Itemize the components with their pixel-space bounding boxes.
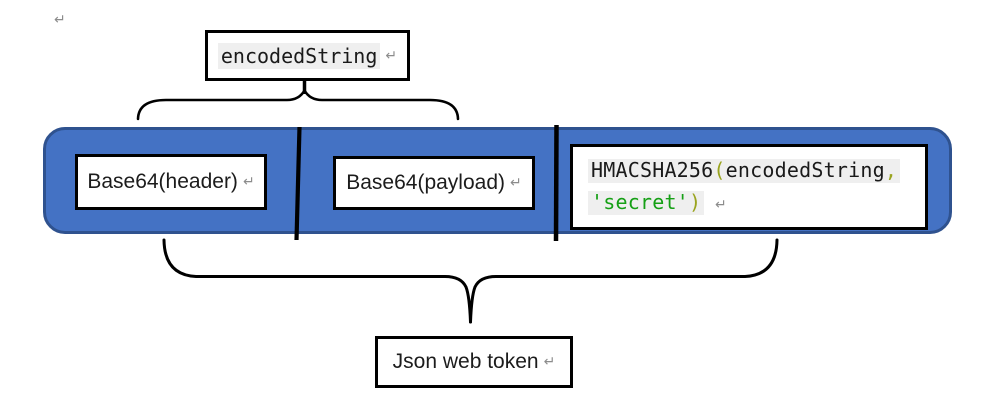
signature-code-line2-tokens: 'secret') — [588, 190, 705, 215]
base64-header-label: Base64(header) — [87, 170, 238, 193]
signature-code-line1-tokens: HMACSHA256(encodedString, — [588, 158, 901, 183]
code-token-code: HMACSHA256 — [591, 158, 714, 182]
top-brace-right-half[interactable] — [303, 89, 460, 121]
line-break-mark: ↵ — [242, 174, 255, 190]
base64-payload-label: Base64(payload) — [346, 171, 506, 194]
signature-code-line-2: 'secret') ↵ — [588, 187, 925, 221]
code-token-punctuation: ( — [713, 158, 726, 182]
code-token-punctuation: , — [884, 158, 898, 182]
bottom-brace[interactable] — [162, 238, 472, 324]
line-break-mark: ↵ — [543, 354, 556, 370]
bottom-brace-right-half[interactable] — [469, 238, 779, 324]
base64-payload-box[interactable]: Base64(payload) ↵ — [333, 156, 535, 210]
encoded-string-label: encodedString — [217, 42, 381, 69]
line-break-mark: ↵ — [385, 47, 398, 64]
code-token-string: 'secret' — [591, 190, 689, 214]
line-break-mark: ↵ — [714, 197, 727, 213]
code-token-punctuation: ) — [688, 190, 702, 214]
encoded-string-box[interactable]: encodedString ↵ — [205, 30, 410, 81]
json-web-token-label: Json web token — [392, 350, 539, 373]
json-web-token-box[interactable]: Json web token ↵ — [375, 336, 573, 388]
segment-divider-2[interactable] — [553, 124, 559, 242]
signature-code-box[interactable]: HMACSHA256(encodedString, 'secret') ↵ — [570, 144, 928, 230]
base64-header-box[interactable]: Base64(header) ↵ — [75, 154, 267, 210]
line-break-mark: ↵ — [510, 175, 522, 191]
signature-code-line-1: HMACSHA256(encodedString, — [588, 155, 925, 187]
top-brace[interactable] — [136, 89, 306, 121]
code-token-code: encodedString — [725, 158, 885, 182]
segment-divider-1[interactable] — [294, 126, 302, 241]
paragraph-return-mark: ↵ — [54, 12, 66, 28]
